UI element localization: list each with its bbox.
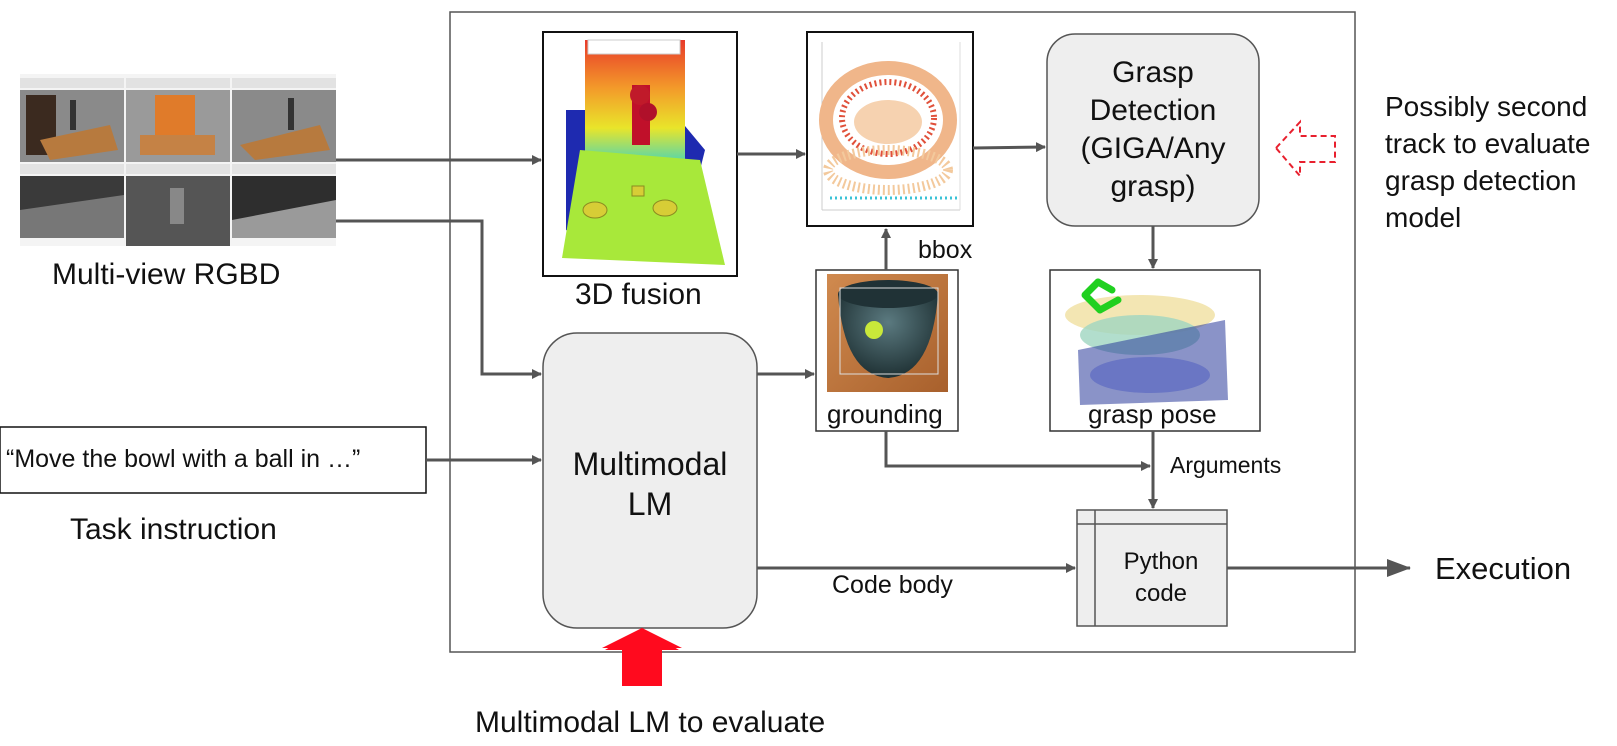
grasp-pose-image <box>1049 269 1261 432</box>
arrow-grounding-to-args <box>884 431 1151 471</box>
instruction-text: “Move the bowl with a ball in …” <box>6 445 361 473</box>
flow-arrows <box>336 142 1411 577</box>
grounding-image <box>815 269 959 432</box>
second-track-line-1: Possibly second <box>1385 91 1588 122</box>
evaluate-label: Multimodal LM to evaluate <box>475 706 826 739</box>
rgbd-views-image <box>20 74 336 246</box>
execution-label: Execution <box>1435 551 1572 586</box>
instruction-caption: Task instruction <box>70 513 277 546</box>
grounding-caption: grounding <box>827 399 943 429</box>
multimodal-lm-box <box>542 332 758 629</box>
rgbd-caption: Multi-view RGBD <box>52 258 281 291</box>
mlm-line-2: LM <box>627 486 673 522</box>
multimodal-lm-text: Multimodal LM <box>543 444 757 524</box>
second-track-line-4: model <box>1385 202 1462 233</box>
arguments-label: Arguments <box>1170 452 1282 478</box>
grasp-detection-text: Grasp Detection (GIGA/Any grasp) <box>1047 54 1259 206</box>
second-track-note: Possibly second track to evaluate grasp … <box>1385 88 1590 236</box>
second-track-line-2: track to evaluate <box>1385 128 1591 159</box>
grasp-detection-line-2: Detection <box>1089 94 1217 127</box>
python-code-box <box>1076 509 1228 627</box>
bbox-label: bbox <box>918 236 973 264</box>
arrow-rgbd-to-mlm <box>336 219 542 379</box>
bbox-pointcloud-image <box>806 31 974 227</box>
grasp-detection-line-3: (GIGA/Any <box>1080 132 1226 165</box>
fusion-caption: 3D fusion <box>575 278 702 311</box>
second-track-dashed-arrow <box>1274 119 1336 179</box>
python-line-2: code <box>1134 580 1188 607</box>
3d-fusion-image <box>542 31 738 277</box>
grasp-pose-caption: grasp pose <box>1088 399 1217 429</box>
python-line-1: Python <box>1123 548 1199 575</box>
second-track-line-3: grasp detection <box>1385 165 1577 196</box>
mlm-line-1: Multimodal <box>572 446 728 482</box>
code-body-label: Code body <box>832 571 953 599</box>
arrow-bbox-to-grasp <box>972 142 1046 153</box>
instruction-box <box>0 426 427 494</box>
python-code-text: Python code <box>1095 546 1227 610</box>
grasp-detection-line-1: Grasp <box>1112 56 1194 89</box>
evaluate-highlight-arrow-head <box>605 628 679 650</box>
pipeline-frame <box>449 11 1356 653</box>
grasp-detection-line-4: grasp) <box>1110 170 1196 203</box>
